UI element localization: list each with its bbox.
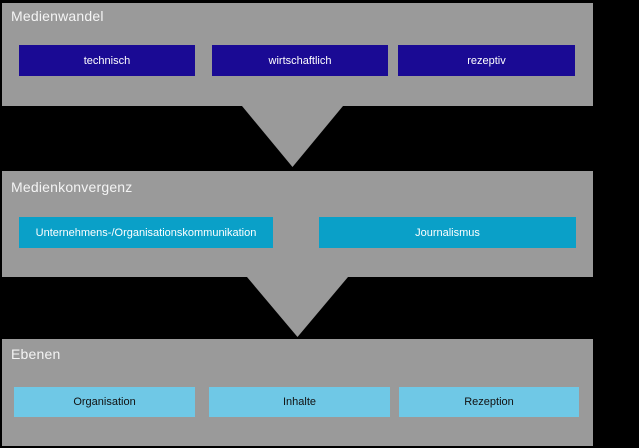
down-arrow-icon-2 [247,277,348,337]
section-medienkonvergenz: Medienkonvergenz Unternehmens-/Organisat… [2,171,593,277]
node-unternehmens-organisationskommunikation: Unternehmens-/Organisationskommunikation [19,217,273,248]
node-rezeption: Rezeption [399,387,579,417]
section-medienwandel: Medienwandel technisch wirtschaftlich re… [2,3,593,106]
section-ebenen: Ebenen Organisation Inhalte Rezeption [2,339,593,446]
section-title-medienkonvergenz: Medienkonvergenz [11,179,133,195]
section-title-medienwandel: Medienwandel [11,8,104,24]
node-organisation: Organisation [14,387,195,417]
node-journalismus: Journalismus [319,217,576,248]
down-arrow-icon-1 [242,106,343,167]
section-title-ebenen: Ebenen [11,346,61,362]
node-technisch: technisch [19,45,195,76]
node-rezeptiv: rezeptiv [398,45,575,76]
node-inhalte: Inhalte [209,387,390,417]
node-wirtschaftlich: wirtschaftlich [212,45,388,76]
